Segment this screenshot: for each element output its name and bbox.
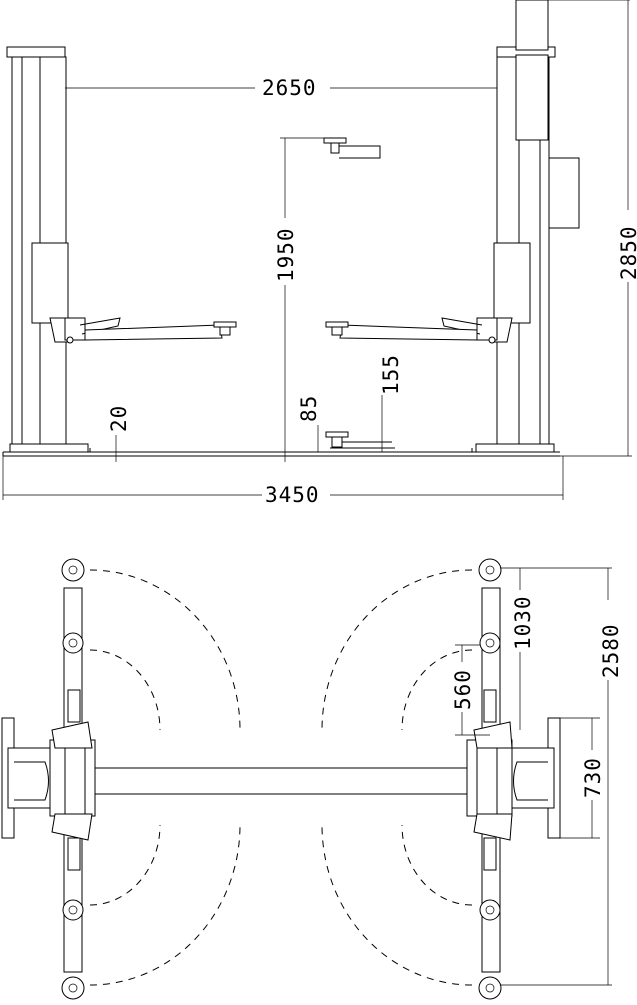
dim-max-height-label: 1950 [274,227,298,282]
pad-raised [323,137,381,159]
pad-lowered [325,431,395,449]
dim-pad-min: 85 [297,395,321,452]
dim-base-depth-label: 730 [581,757,605,798]
left-base [1,717,96,839]
left-column [2,46,91,456]
dim-total-width: 3450 [2,456,564,507]
left-arm [49,317,237,344]
right-arms [473,587,513,973]
dim-arm-inner: 560 [451,644,490,736]
dim-arm-total-label: 2580 [599,623,623,678]
dim-pad-max-label: 155 [379,354,403,395]
cross-beam [89,767,471,795]
dim-max-height: 1950 [274,137,324,462]
pads [61,558,502,1000]
dim-arm-short-label: 1030 [511,595,535,650]
right-arm [325,317,513,344]
dim-column-spacing-label: 2650 [262,76,317,100]
dim-total-height-label: 2850 [617,225,637,280]
left-arms [51,587,93,973]
right-base [466,717,561,839]
dim-total-height: 2850 [548,0,637,457]
dim-base-plate-label: 20 [107,405,131,432]
front-view: 2650 1950 2850 85 155 20 [2,0,637,507]
dim-base-plate: 20 [107,405,131,462]
dim-pad-min-label: 85 [297,395,321,422]
dim-arm-short: 1030 [500,567,612,730]
dim-pad-max: 155 [379,354,403,452]
dim-arm-inner-label: 560 [451,669,475,710]
dim-base-depth: 730 [560,717,605,839]
top-view: 1030 2580 560 730 [1,558,623,1000]
dim-arm-total: 2580 [500,568,623,986]
swing-arcs [89,569,473,986]
dim-total-width-label: 3450 [265,483,320,507]
dim-column-spacing: 2650 [65,76,497,100]
right-column [471,0,580,453]
